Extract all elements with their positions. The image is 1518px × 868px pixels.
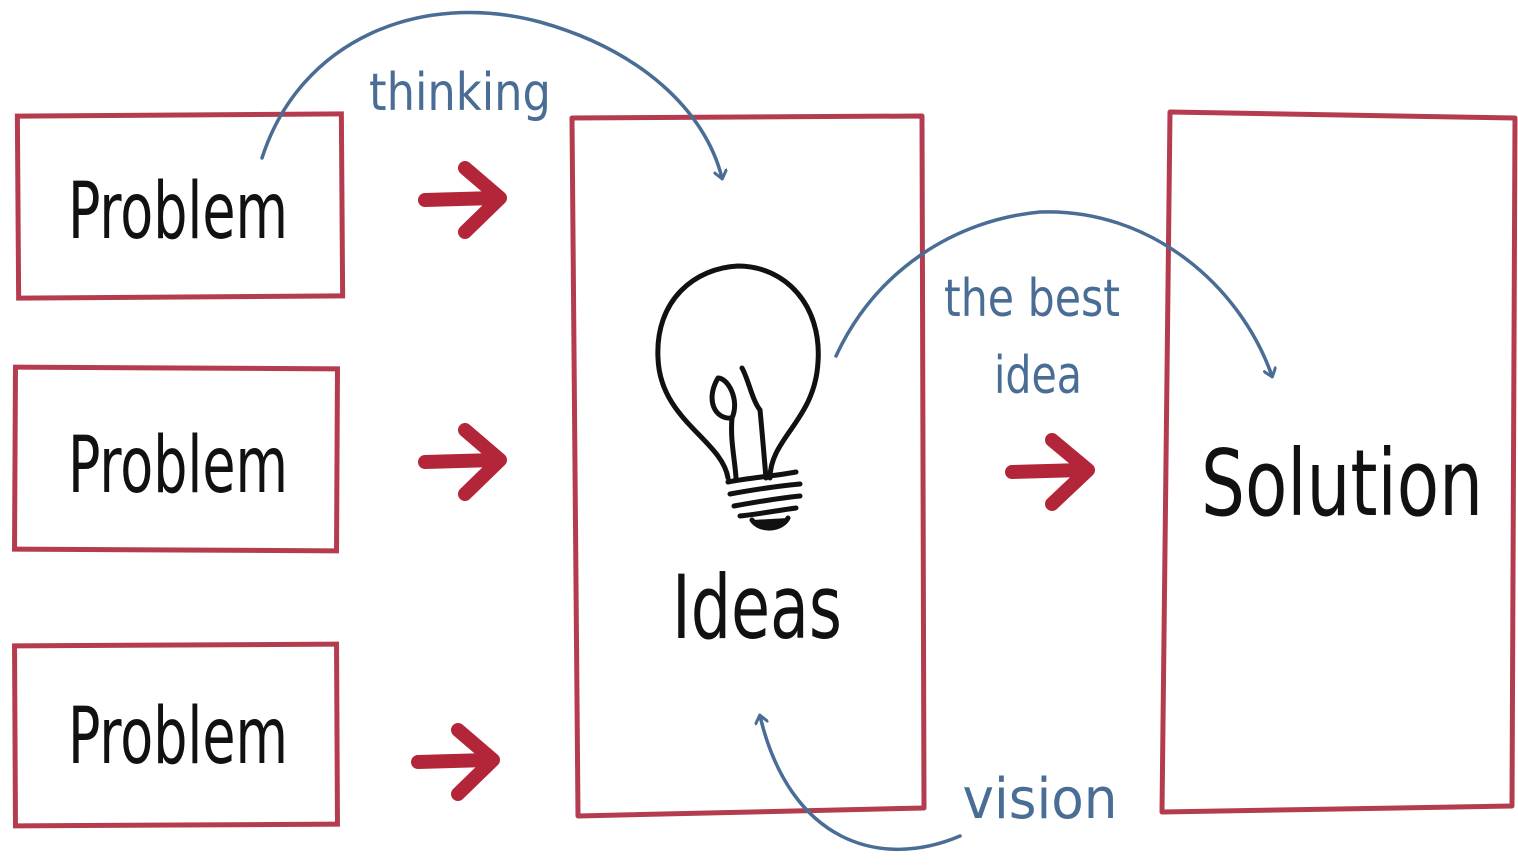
problem-arrow-2 bbox=[418, 423, 507, 501]
ideas-label: Ideas bbox=[672, 556, 842, 659]
thinking-note: thinking bbox=[369, 63, 551, 123]
problem-box-3: Problem bbox=[12, 641, 340, 829]
best-idea-arrow bbox=[1005, 433, 1095, 511]
problem-arrow-3 bbox=[411, 723, 500, 801]
ideas-box: Ideas bbox=[569, 113, 927, 819]
solution-label: Solution bbox=[1201, 430, 1483, 537]
lightbulb-icon bbox=[655, 263, 821, 531]
problem-box-1: Problem bbox=[14, 111, 346, 301]
problem-label-3: Problem bbox=[68, 692, 288, 782]
best-idea-note-line1: the best bbox=[944, 269, 1120, 329]
best-idea-note-line2: idea bbox=[994, 346, 1082, 406]
vision-curve bbox=[760, 716, 962, 851]
best-idea-curve bbox=[834, 210, 1272, 376]
vision-note: vision bbox=[963, 767, 1118, 832]
problem-label-1: Problem bbox=[68, 167, 288, 257]
problem-arrow-1 bbox=[418, 161, 507, 239]
solution-box: Solution bbox=[1159, 109, 1518, 815]
problem-box-2: Problem bbox=[12, 364, 340, 554]
problem-label-2: Problem bbox=[68, 421, 288, 511]
thinking-curve bbox=[260, 10, 722, 178]
